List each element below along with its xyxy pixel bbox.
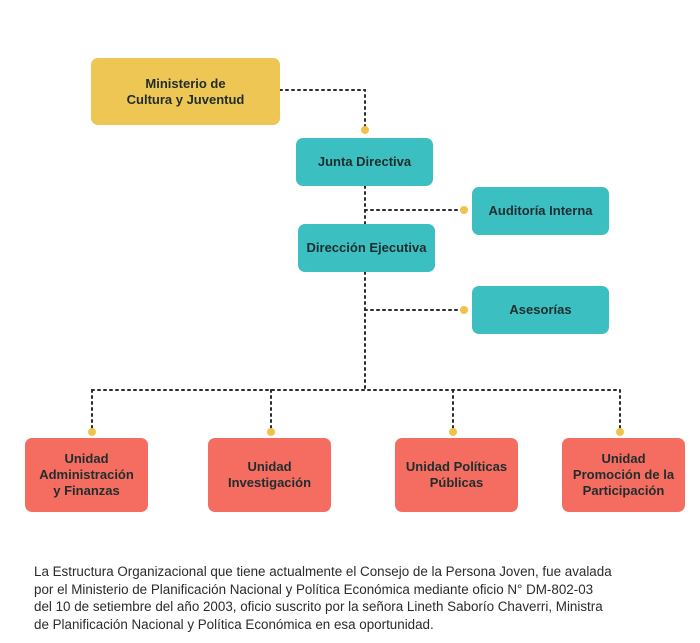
node-direccion-ejecutiva: Dirección Ejecutiva bbox=[298, 224, 435, 272]
node-auditoria-interna-label: Auditoría Interna bbox=[488, 203, 593, 218]
connector-dot bbox=[361, 126, 369, 134]
caption-paragraph: La Estructura Organizacional que tiene a… bbox=[34, 563, 674, 633]
node-unidad-promocion-label: Unidad Promoción de la Participación bbox=[572, 451, 675, 498]
node-ministerio: Ministerio de Cultura y Juventud bbox=[91, 58, 280, 125]
node-junta-directiva: Junta Directiva bbox=[296, 138, 433, 186]
node-asesorias-label: Asesorías bbox=[509, 302, 572, 317]
caption-line: por el Ministerio de Planificación Nacio… bbox=[34, 581, 594, 597]
connector-ministerio-junta bbox=[279, 89, 366, 129]
node-junta-directiva-label: Junta Directiva bbox=[317, 154, 412, 169]
caption-line: del 10 de setiembre del año 2003, oficio… bbox=[34, 599, 603, 614]
connector-dot bbox=[267, 428, 275, 436]
node-unidad-administracion: Unidad Administración y Finanzas bbox=[25, 438, 148, 512]
node-ministerio-label: Ministerio de Cultura y Juventud bbox=[126, 75, 245, 107]
caption-line: de Planificación Nacional y Política Eco… bbox=[34, 616, 434, 632]
connector-dot bbox=[460, 206, 468, 214]
node-direccion-ejecutiva-label: Dirección Ejecutiva bbox=[306, 240, 427, 255]
node-unidad-investigacion: Unidad Investigación bbox=[208, 438, 331, 512]
connector-dot bbox=[449, 428, 457, 436]
org-chart-connectors bbox=[88, 89, 624, 436]
node-asesorias: Asesorías bbox=[472, 286, 609, 334]
node-unidad-politicas-publicas: Unidad Políticas Públicas bbox=[395, 438, 518, 512]
node-auditoria-interna: Auditoría Interna bbox=[472, 187, 609, 235]
node-unidad-investigacion-label: Unidad Investigación bbox=[227, 459, 312, 490]
connector-dot bbox=[460, 306, 468, 314]
node-unidad-administracion-label: Unidad Administración y Finanzas bbox=[39, 451, 134, 498]
caption-line: La Estructura Organizacional que tiene a… bbox=[34, 564, 612, 579]
node-unidad-politicas-publicas-label: Unidad Políticas Públicas bbox=[405, 459, 508, 490]
connector-dot bbox=[616, 428, 624, 436]
connector-dot bbox=[88, 428, 96, 436]
node-unidad-promocion: Unidad Promoción de la Participación bbox=[562, 438, 685, 512]
